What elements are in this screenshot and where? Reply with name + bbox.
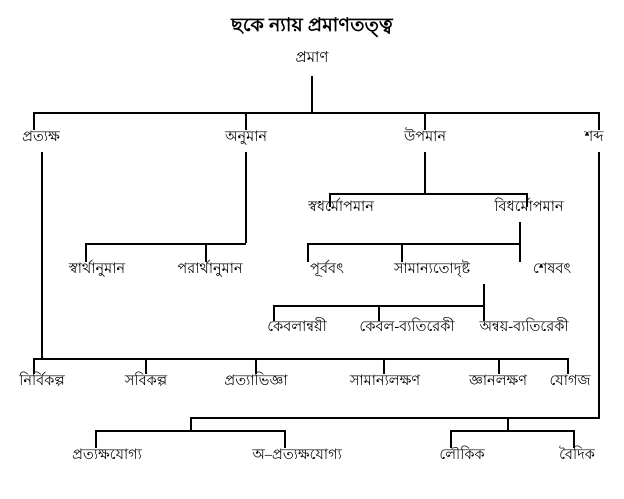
node-jnanalakshana: জ্ঞানলক্ষণ	[468, 373, 528, 389]
connector-level7-right-bus	[450, 430, 574, 432]
connector-level6-tick-samanyalakshana	[383, 358, 385, 374]
connector-level2-tick-shabda	[598, 112, 600, 130]
connector-level2-tick-pratyaksha	[33, 112, 35, 130]
node-svarthanumana: স্বার্থানুমান	[68, 261, 126, 277]
node-upamana: উপমান	[403, 129, 447, 145]
connector-level7-tick-vaidika	[573, 430, 575, 448]
connector-pratyaksha-spine	[41, 152, 43, 358]
node-vaidika: বৈদিক	[559, 447, 595, 463]
node-purvavat: পূর্ববৎ	[310, 261, 344, 277]
connector-level7-right-stem	[507, 417, 509, 431]
connector-level7-left-bus	[95, 430, 285, 432]
node-kevala-vyatireki: কেবল-ব্যতিরেকী	[359, 319, 455, 335]
connector-level7-tick-laukika	[450, 430, 452, 448]
node-svadharmopamana: স্বধর্মোপমান	[308, 199, 374, 215]
node-savikalpa: সবিকল্প	[124, 373, 168, 389]
connector-shabda-spine	[598, 152, 600, 417]
connector-level7-tick-apratyakshayogya	[284, 430, 286, 448]
connector-level6-tick-savikalpa	[145, 358, 147, 374]
node-sheshavat: শেষবৎ	[532, 261, 572, 277]
connector-level7-tick-pratyakshayogya	[95, 430, 97, 448]
connector-level4-tick-sheshavat	[519, 243, 521, 262]
node-pararthanumana: পরার্থানুমান	[177, 261, 243, 277]
node-kevalanvayi: কেবলান্বয়ী	[267, 319, 327, 335]
connector-level5-stem	[483, 284, 485, 306]
connector-level4-tick-svarthanumana	[85, 243, 87, 262]
connector-level5-tick-anvaya-vyatireki	[483, 305, 485, 321]
connector-level2-tick-anumana	[245, 112, 247, 130]
connector-level6-tick-jnanalakshana	[498, 358, 500, 374]
connector-level4-tick-samanyatodrishta	[401, 243, 403, 262]
node-vidharmopamana: বিধর্মোপমান	[494, 199, 564, 215]
connector-root-stem	[311, 76, 313, 112]
node-laukika: লৌকিক	[439, 447, 485, 463]
node-pramana: প্রমাণ	[295, 50, 329, 66]
connector-level5-tick-kevala-vyatireki	[378, 305, 380, 321]
connector-level3-tick-vidharmopamana	[526, 193, 528, 207]
connector-level6-bus	[33, 358, 569, 360]
node-samanyalakshana: সামান্যলক্ষণ	[349, 373, 421, 389]
connector-level4-right-bus	[307, 243, 521, 245]
node-anvaya-vyatireki: অন্বয়-ব্যতিরেকী	[479, 319, 569, 335]
connector-level2-bus	[33, 112, 600, 114]
node-apratyakshayogya: অ–প্রত্যক্ষযোগ্য	[252, 447, 342, 463]
connector-level7-main-bus	[190, 417, 600, 419]
connector-svadharmopamana-stem	[519, 222, 521, 244]
node-pratyabhijna: প্রত্যাভিজ্ঞা	[224, 373, 288, 389]
node-pratyaksha: প্রত্যক্ষ	[22, 129, 60, 145]
connector-upamana-stem	[424, 152, 426, 193]
page-title: ছকে ন্যায় প্রমাণতত্ত্ব	[231, 15, 393, 36]
connector-level6-tick-nirvikalpa	[33, 358, 35, 374]
connector-level4-tick-pararthanumana	[205, 243, 207, 262]
connector-level6-tick-yogaja	[567, 358, 569, 374]
node-samanyatodrishta: সামান্যতোদৃষ্ট	[393, 261, 471, 277]
connector-level3-tick-svadharmopamana	[329, 193, 331, 207]
connector-level2-tick-upamana	[424, 112, 426, 130]
connector-level3-bus	[329, 193, 527, 195]
node-yogaja: যোগজ	[549, 373, 591, 389]
connector-anumana-stem	[245, 152, 247, 243]
connector-level5-tick-kevalanvayi	[273, 305, 275, 321]
connector-level6-tick-pratyabhijna	[255, 358, 257, 374]
connector-anumana-bus	[85, 243, 246, 245]
node-anumana: অনুমান	[224, 129, 268, 145]
node-nirvikalpa: নির্বিকল্প	[19, 373, 65, 389]
node-pratyakshayogya: প্রত্যক্ষযোগ্য	[72, 447, 142, 463]
connector-level4-tick-purvavat	[307, 243, 309, 262]
node-shabda: শব্দ	[584, 129, 604, 145]
connector-level7-left-stem	[190, 417, 192, 431]
